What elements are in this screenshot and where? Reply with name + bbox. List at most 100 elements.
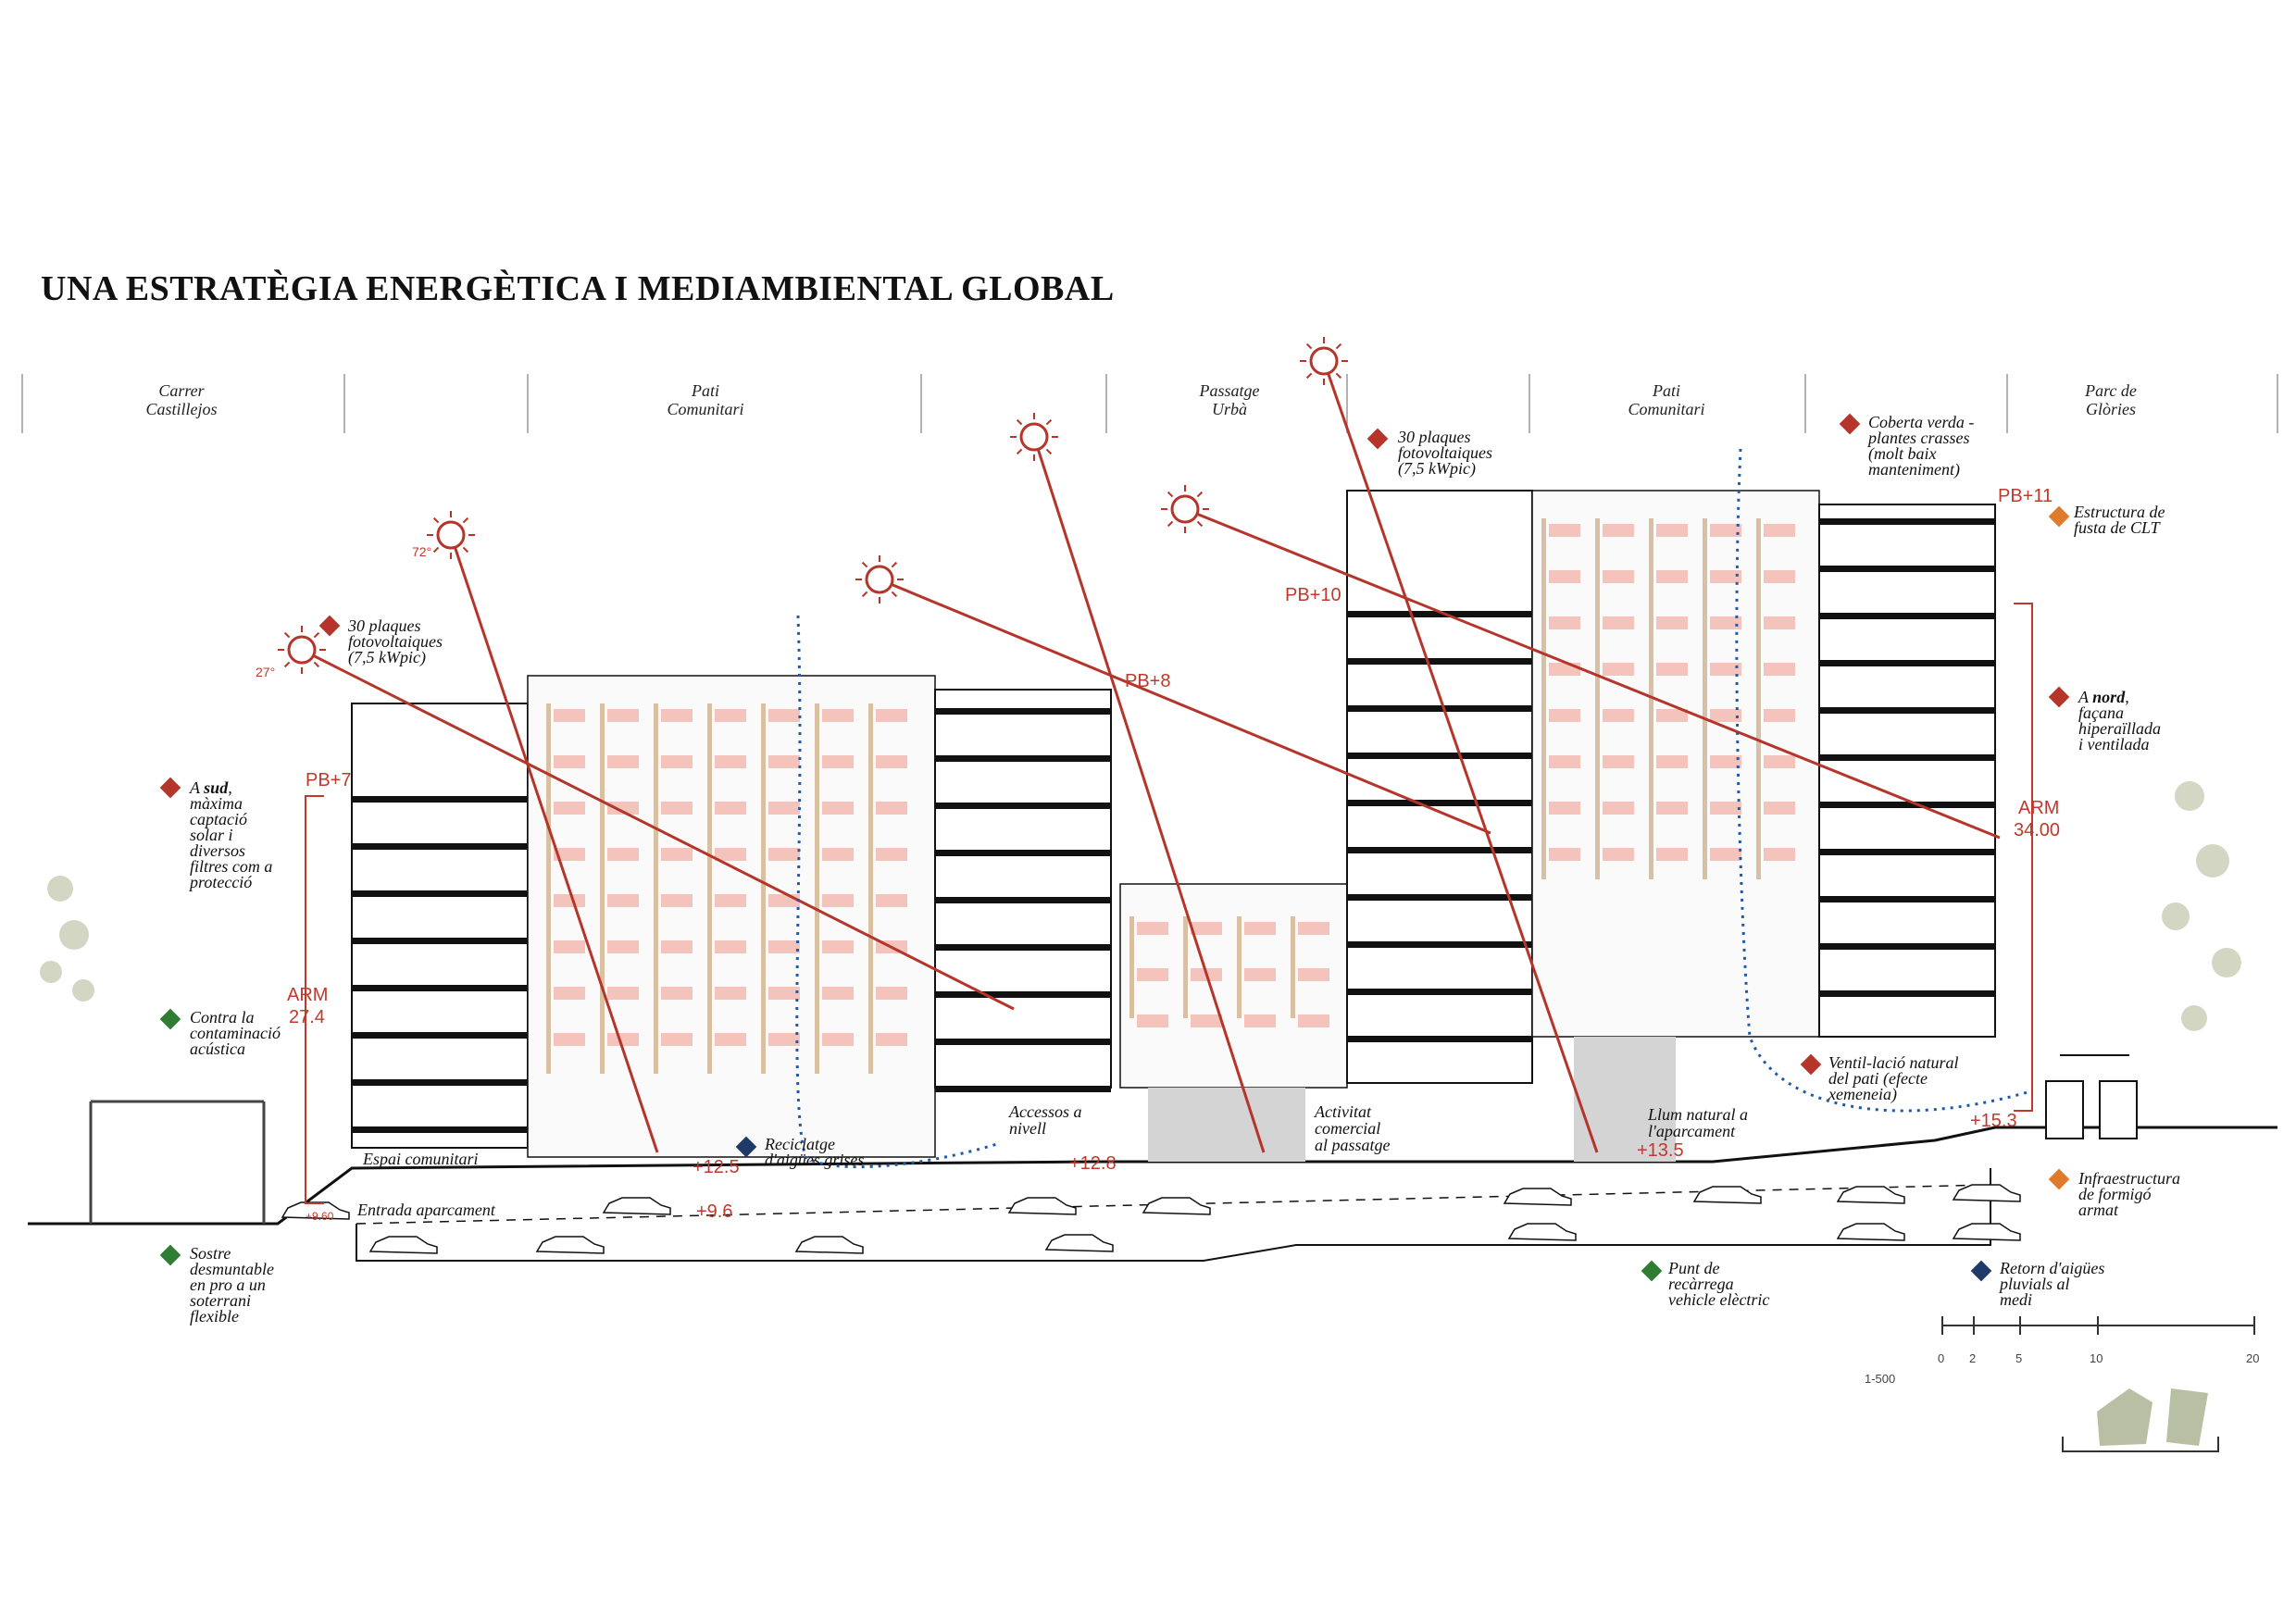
- timber-column: [1756, 518, 1761, 879]
- facade-panel: [661, 894, 693, 907]
- facade-panel: [822, 802, 854, 815]
- floor-slab: [935, 755, 1111, 762]
- zone-parc-glories: Parc de Glòries: [2085, 381, 2137, 418]
- arm-dimensions: [305, 603, 2033, 1204]
- timber-column: [761, 703, 766, 1074]
- facade-panel: [1244, 1014, 1276, 1027]
- facade-panel: [1764, 755, 1795, 768]
- note-ventilation: Ventil-lació natural del pati (efecte xe…: [1828, 1053, 1959, 1103]
- zone-pati-comunitari-left: Pati Comunitari: [667, 381, 744, 418]
- facade-panel: [1603, 848, 1634, 861]
- floor-slab: [352, 985, 528, 991]
- car: [1836, 1186, 1905, 1204]
- floor-slab: [935, 803, 1111, 809]
- facade-panel: [1191, 1014, 1222, 1027]
- facade-panel: [607, 894, 639, 907]
- scale-tick-2: 2: [1969, 1351, 1977, 1365]
- facade-panel: [661, 987, 693, 1000]
- facade-panel: [1603, 524, 1634, 537]
- facade-panel: [1764, 663, 1795, 676]
- facade-panel: [1549, 663, 1580, 676]
- elevation-125: +12.5: [693, 1157, 740, 1177]
- facade-panel: [822, 1033, 854, 1046]
- facade-panel: [715, 848, 746, 861]
- timber-column: [707, 703, 712, 1074]
- facade-panel: [876, 709, 907, 722]
- floor-slab: [352, 1079, 528, 1086]
- facade-panel: [554, 755, 585, 768]
- zone-carrer-castillejos: Carrer Castillejos: [145, 381, 218, 418]
- facade-panel: [768, 1033, 800, 1046]
- facade-panel: [876, 987, 907, 1000]
- timber-column: [600, 703, 605, 1074]
- facade-panel: [661, 755, 693, 768]
- timber-column: [1703, 518, 1707, 879]
- car: [368, 1236, 438, 1254]
- note-clt: Estructura de fusta de CLT: [2074, 503, 2165, 537]
- facade-panel: [661, 1033, 693, 1046]
- facade-panel: [1549, 755, 1580, 768]
- facade-panel: [1656, 848, 1688, 861]
- sun-ray: [449, 534, 659, 1153]
- floor-slab: [1347, 847, 1532, 853]
- timber-column: [1183, 916, 1188, 1018]
- facade-panel: [1244, 922, 1276, 935]
- facade-panel: [1710, 709, 1741, 722]
- facade-panel: [1656, 802, 1688, 815]
- sun-ray-tick: [1016, 418, 1023, 426]
- sun-angle-72: 72°: [412, 544, 432, 559]
- facade-panel: [554, 848, 585, 861]
- sun-ray-tick: [1045, 418, 1053, 426]
- note-green-roof: Coberta verda - plantes crasses (molt ba…: [1868, 413, 1975, 479]
- facade-panel: [1137, 922, 1168, 935]
- car: [535, 1236, 605, 1254]
- floor-slab: [1819, 990, 1995, 997]
- floor-slab: [1819, 802, 1995, 808]
- note-concrete: Infraestructura de formigó armat: [2078, 1169, 2180, 1219]
- sun-ray-tick: [1335, 342, 1342, 350]
- scale-tick-0: 0: [1938, 1351, 1945, 1365]
- timber-column: [868, 703, 873, 1074]
- timber-column: [1649, 518, 1653, 879]
- street-lamp: [89, 1100, 266, 1224]
- facade-panel: [768, 848, 800, 861]
- parked-cars: [281, 1184, 2021, 1254]
- floor-slab: [352, 1126, 528, 1133]
- facade-panel: [607, 940, 639, 953]
- facade-panel: [715, 940, 746, 953]
- car: [281, 1201, 350, 1220]
- floor-slab: [935, 708, 1111, 715]
- sun-icon: [287, 635, 317, 665]
- sun-ray: [879, 578, 1491, 835]
- floor-slab: [935, 897, 1111, 903]
- facade-panel: [1710, 802, 1741, 815]
- facade-panel: [661, 848, 693, 861]
- facade-panel: [1710, 570, 1741, 583]
- zone-passatge-urba: Passatge Urbà: [1199, 381, 1260, 418]
- facade-panel: [876, 755, 907, 768]
- facade-panel: [1191, 922, 1222, 935]
- car: [1836, 1223, 1905, 1241]
- facade-panel: [1656, 663, 1688, 676]
- facade-panel: [822, 940, 854, 953]
- label-common-space: Espai comunitari: [363, 1150, 479, 1168]
- floor-slab: [1819, 660, 1995, 666]
- timber-column: [815, 703, 819, 1074]
- sun-ray-tick: [283, 661, 291, 668]
- floor-slab: [935, 1039, 1111, 1045]
- sun-ray: [1322, 360, 1599, 1153]
- facade-panel: [607, 848, 639, 861]
- facade-panel: [768, 940, 800, 953]
- facade-panel: [1764, 709, 1795, 722]
- facade-panel: [607, 1033, 639, 1046]
- facade-panel: [822, 709, 854, 722]
- facade-panel: [715, 802, 746, 815]
- facade-panel: [768, 802, 800, 815]
- sun-ray-tick: [1016, 448, 1023, 455]
- building-b: [1119, 883, 1348, 1162]
- label-natural-light: Llum natural a l'aparcament: [1648, 1105, 1749, 1140]
- label-parking-entry: Entrada aparcament: [357, 1201, 495, 1219]
- note-pv-right: 30 plaques fotovoltaiques (7,5 kWpic): [1398, 428, 1492, 478]
- note-greywater: Reciclatge d'aigües grises: [765, 1135, 865, 1169]
- scale-tick-10: 10: [2090, 1351, 2103, 1365]
